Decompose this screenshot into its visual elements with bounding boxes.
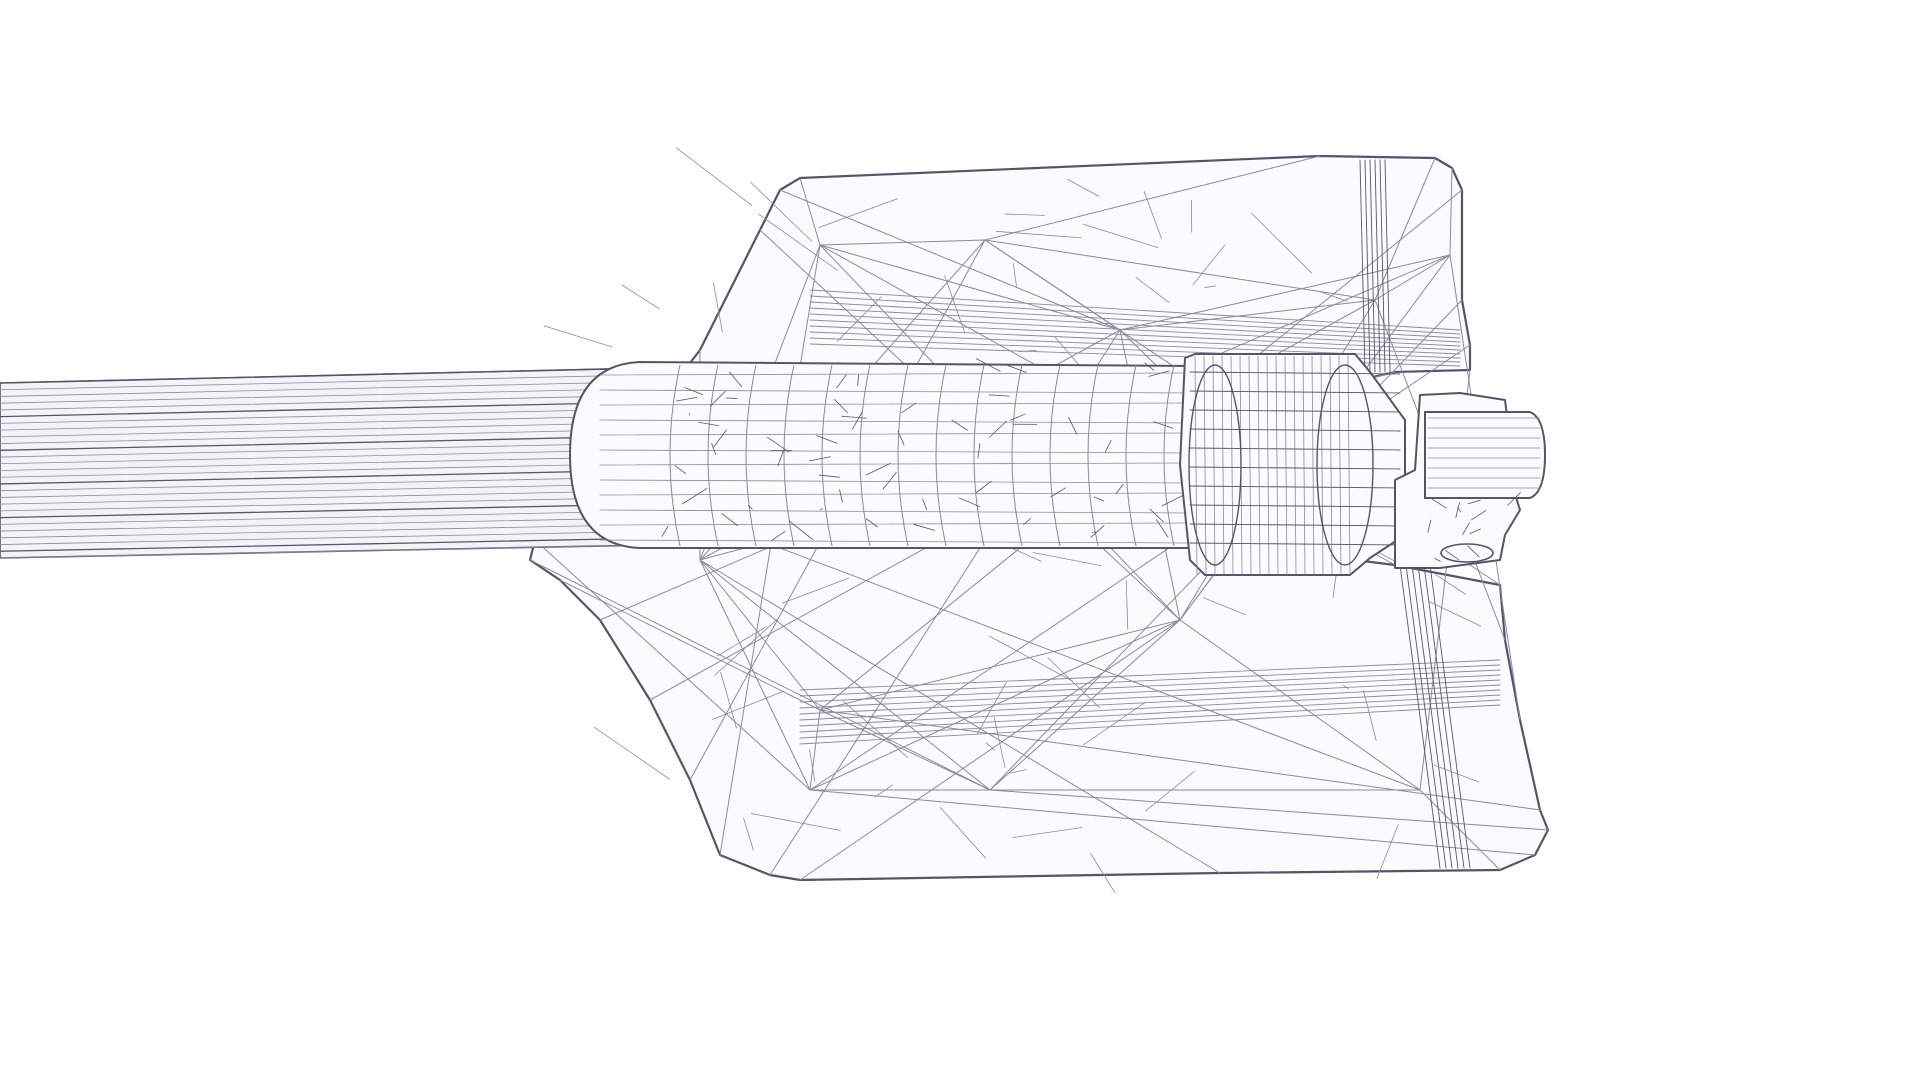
collar-mesh bbox=[1179, 353, 1406, 576]
bracket-mesh bbox=[1394, 392, 1547, 569]
rod-mesh bbox=[0, 367, 651, 559]
sleeve-mesh bbox=[568, 358, 1191, 549]
